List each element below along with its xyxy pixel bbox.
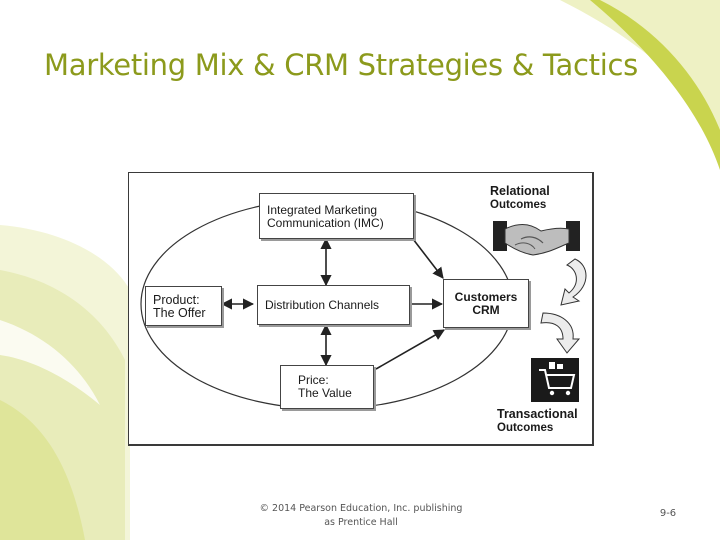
copyright-line1: © 2014 Pearson Education, Inc. publishin… (250, 502, 472, 516)
handshake-icon (493, 221, 580, 255)
copyright-line2: as Prentice Hall (250, 516, 472, 530)
customers-label-line2: CRM (444, 304, 528, 317)
relational-label-line1: Relational (490, 184, 550, 198)
product-box: Product: The Offer (145, 286, 222, 326)
copyright-footer: © 2014 Pearson Education, Inc. publishin… (250, 502, 472, 530)
product-label-line2: The Offer (153, 307, 221, 320)
imc-label-line2: Communication (IMC) (267, 217, 413, 230)
relational-label-line2: Outcomes (490, 198, 550, 212)
distribution-channels-box: Distribution Channels (257, 285, 410, 325)
shopping-cart-icon (531, 358, 579, 402)
price-box: Price: The Value (280, 365, 374, 409)
transactional-label-line2: Outcomes (497, 421, 578, 435)
transactional-outcomes-label: Transactional Outcomes (497, 407, 578, 435)
curved-arrow-icon (561, 259, 586, 305)
imc-box: Integrated Marketing Communication (IMC) (259, 193, 414, 239)
transactional-label-line1: Transactional (497, 407, 578, 421)
marketing-mix-diagram: Integrated Marketing Communication (IMC)… (128, 172, 594, 446)
relational-outcomes-label: Relational Outcomes (490, 184, 550, 212)
slide-title: Marketing Mix & CRM Strategies & Tactics (44, 48, 638, 82)
customers-crm-box: Customers CRM (443, 279, 529, 328)
curved-arrow-icon (541, 313, 579, 353)
page-number: 9-6 (648, 508, 688, 519)
price-label-line2: The Value (298, 387, 373, 400)
price-customers-arrow (376, 330, 444, 369)
distribution-channels-label: Distribution Channels (265, 299, 409, 312)
imc-customers-arrow (413, 239, 443, 278)
